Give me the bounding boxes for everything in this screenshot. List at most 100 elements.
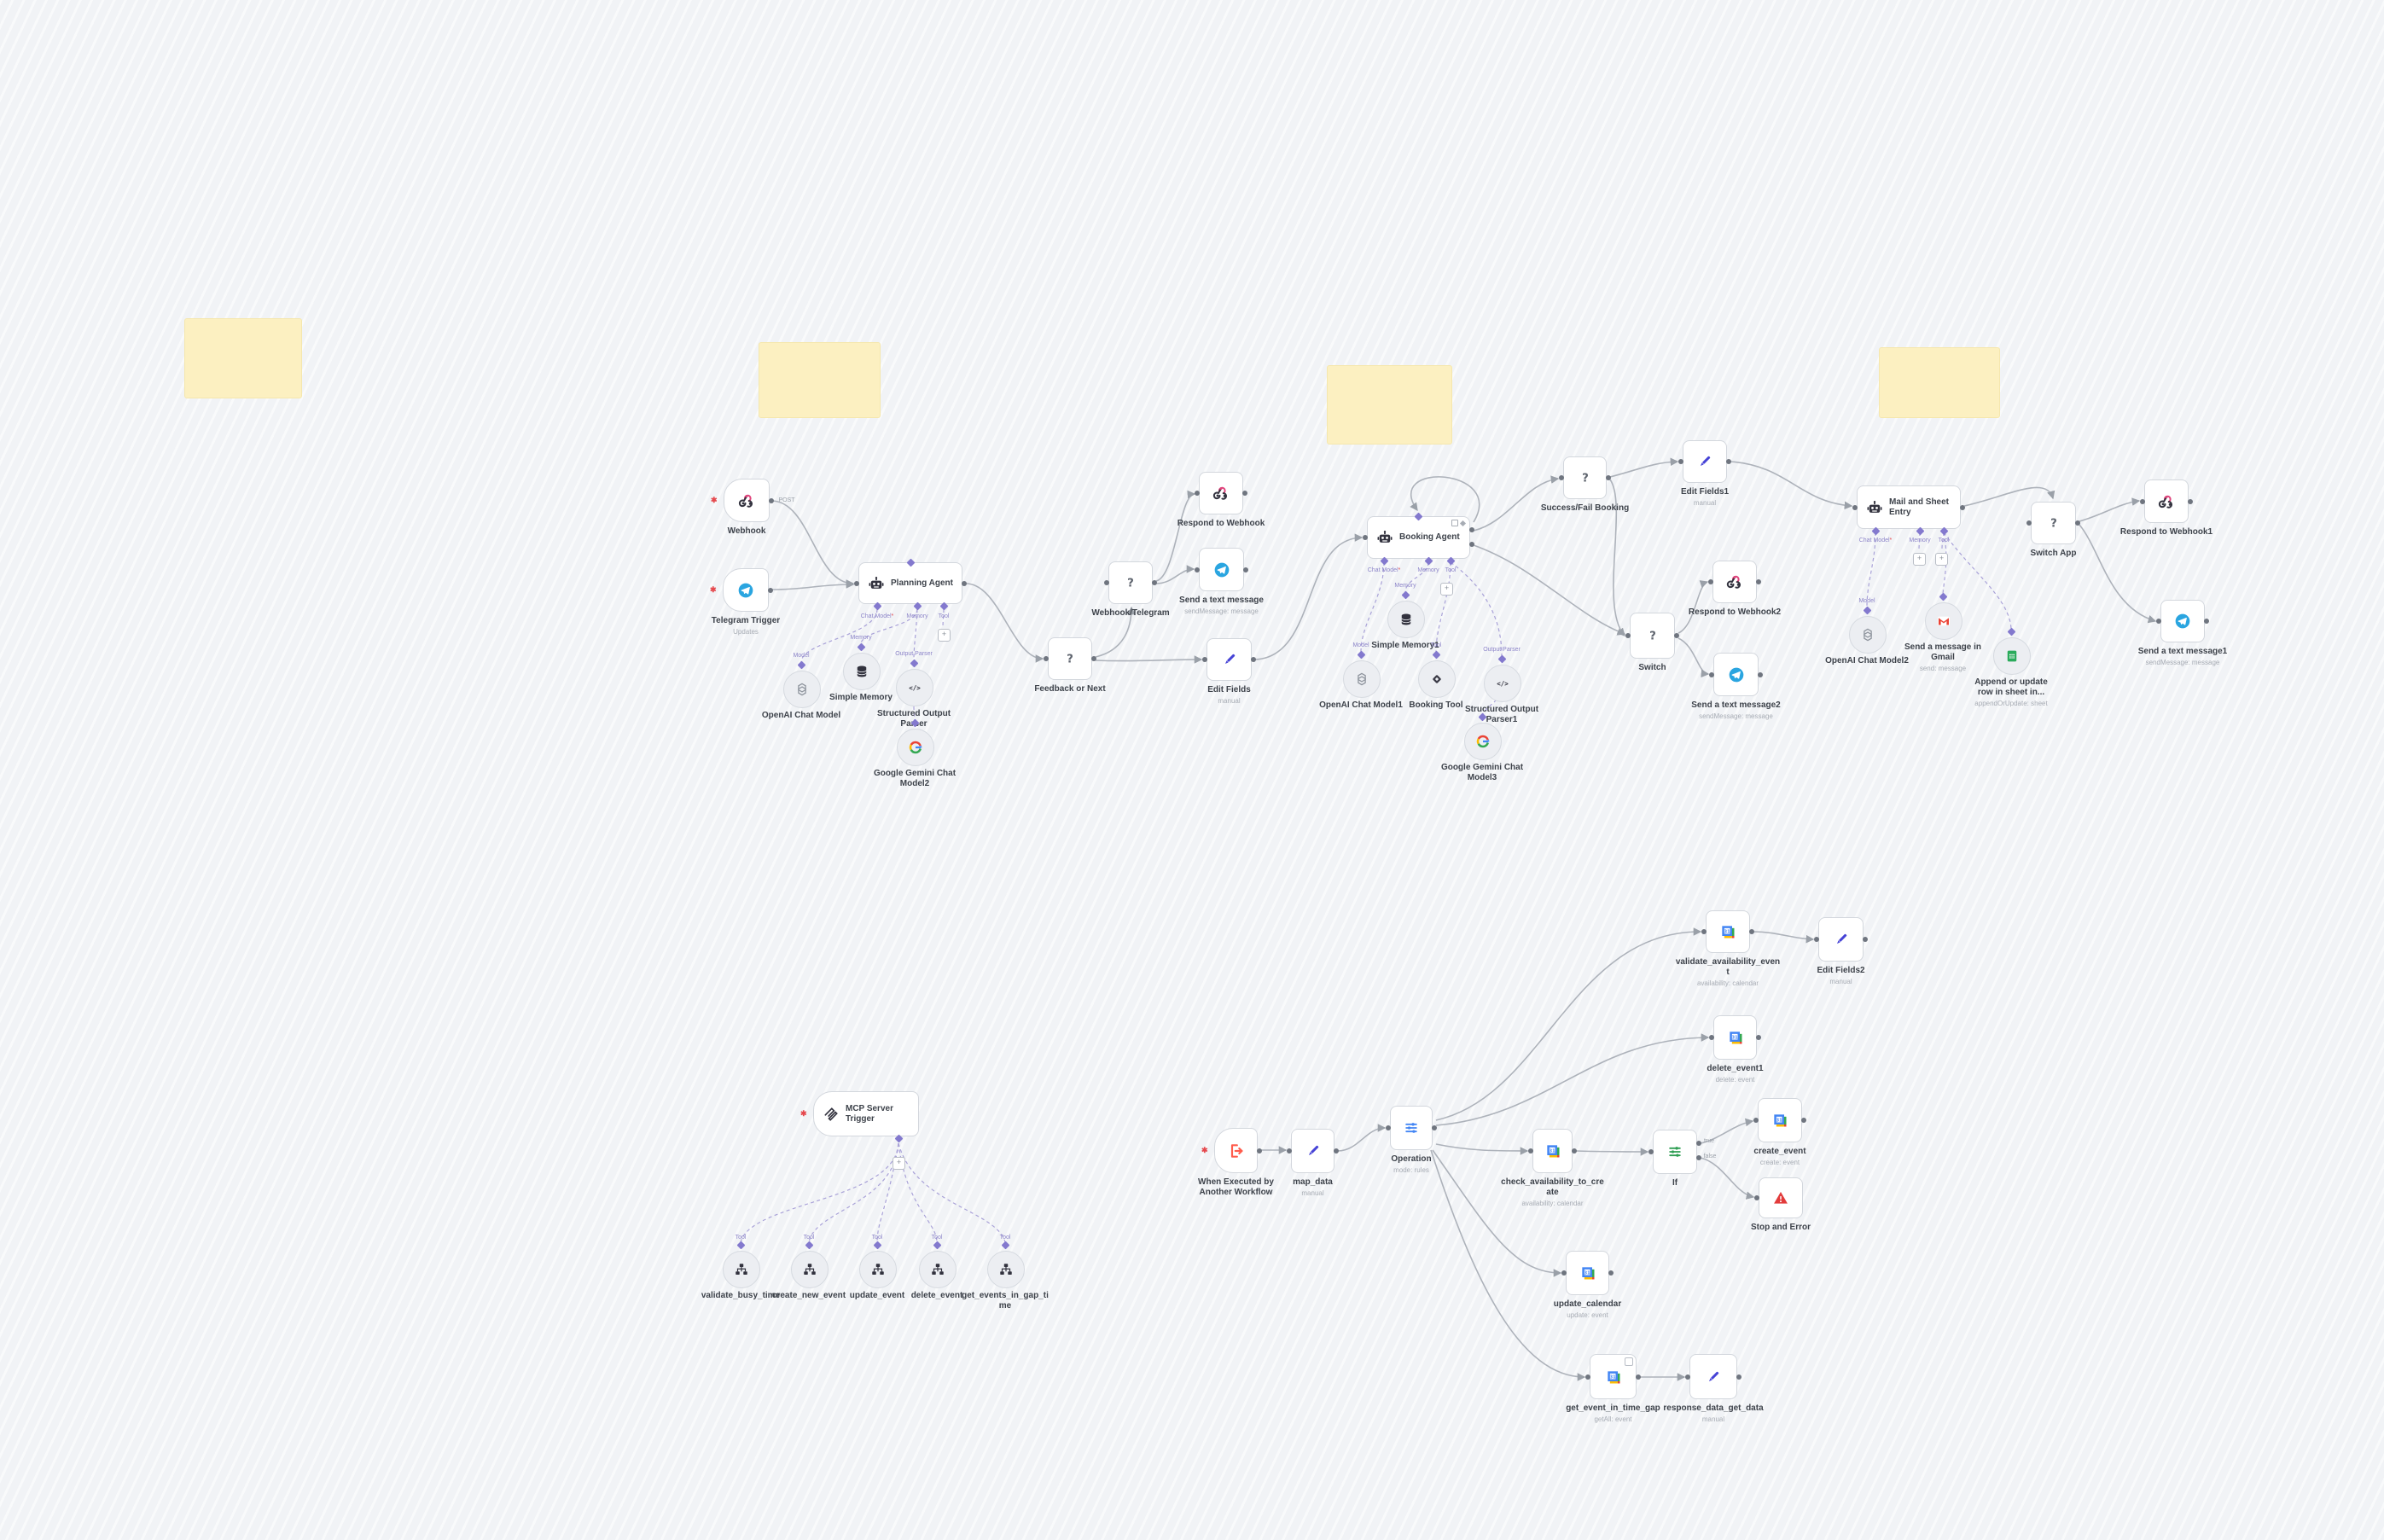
gemini-chat-model2[interactable]: [897, 729, 934, 766]
switch-app[interactable]: ?: [2031, 502, 2076, 544]
send-text-message-output-port[interactable]: [1243, 567, 1248, 572]
sticky-note[interactable]: [1327, 365, 1452, 445]
feedback-or-next-output-port[interactable]: [1091, 656, 1096, 661]
booking-agent-output-port-0[interactable]: [1469, 527, 1474, 532]
edit-fields1-output-port[interactable]: [1726, 459, 1731, 464]
telegram-trigger[interactable]: [723, 568, 769, 612]
edit-fields2[interactable]: [1818, 917, 1864, 962]
booking-tool[interactable]: [1418, 660, 1456, 698]
create-event-output-port[interactable]: [1801, 1118, 1806, 1123]
if-output-port-0[interactable]: [1696, 1141, 1701, 1146]
structured-output-parser[interactable]: </>: [896, 669, 933, 706]
switch-app-input-port[interactable]: [2026, 520, 2032, 526]
respond-to-webhook2-input-port[interactable]: [1708, 579, 1713, 584]
success-fail-booking[interactable]: ?: [1563, 456, 1607, 499]
webhook-telegram-input-port[interactable]: [1104, 580, 1109, 585]
if-input-port[interactable]: [1648, 1149, 1654, 1154]
sticky-note[interactable]: [1879, 347, 2000, 418]
send-text-message1-input-port[interactable]: [2156, 619, 2161, 624]
get-events-in-gap-time[interactable]: [987, 1251, 1025, 1288]
validate-busy-time[interactable]: [723, 1251, 760, 1288]
validate-availability-output-port[interactable]: [1749, 929, 1754, 934]
map-data[interactable]: [1291, 1129, 1334, 1173]
edit-fields[interactable]: [1207, 638, 1252, 681]
gmail-send[interactable]: [1925, 602, 1962, 640]
map-data-input-port[interactable]: [1287, 1148, 1292, 1154]
openai-chat-model[interactable]: [783, 671, 821, 708]
check-availability-output-port[interactable]: [1572, 1148, 1577, 1154]
respond-to-webhook-input-port[interactable]: [1195, 491, 1200, 496]
mail-sheet-entry-input-port[interactable]: [1852, 504, 1858, 510]
edit-fields2-output-port[interactable]: [1863, 937, 1868, 942]
update-calendar[interactable]: 31: [1566, 1251, 1609, 1295]
switch-output-port[interactable]: [1674, 633, 1679, 638]
webhook[interactable]: [724, 479, 770, 522]
respond-to-webhook[interactable]: [1199, 472, 1243, 514]
add-port-button[interactable]: +: [1440, 583, 1453, 596]
update-calendar-input-port[interactable]: [1561, 1270, 1567, 1276]
gemini-chat-model3[interactable]: [1464, 723, 1502, 760]
operation-input-port[interactable]: [1386, 1125, 1391, 1130]
webhook-telegram-output-port[interactable]: [1152, 580, 1157, 585]
edit-fields-input-port[interactable]: [1202, 657, 1207, 662]
delete-event1-output-port[interactable]: [1756, 1035, 1761, 1040]
sticky-note[interactable]: [184, 318, 302, 398]
map-data-output-port[interactable]: [1334, 1148, 1339, 1154]
switch[interactable]: ?: [1630, 613, 1675, 659]
respond-to-webhook1-output-port[interactable]: [2188, 498, 2193, 504]
sticky-note[interactable]: [759, 342, 881, 418]
update-calendar-output-port[interactable]: [1608, 1270, 1614, 1276]
stop-and-error-input-port[interactable]: [1754, 1195, 1759, 1200]
validate-availability[interactable]: 31: [1706, 910, 1750, 953]
response-data-get-data-output-port[interactable]: [1736, 1374, 1741, 1380]
mail-sheet-entry-output-port[interactable]: [1960, 504, 1965, 510]
switch-app-output-port[interactable]: [2075, 520, 2080, 526]
add-port-button[interactable]: +: [1935, 553, 1948, 566]
send-text-message2-input-port[interactable]: [1709, 671, 1714, 677]
send-text-message[interactable]: [1199, 548, 1244, 591]
get-event-in-time-gap-output-port[interactable]: [1636, 1374, 1641, 1380]
switch-input-port[interactable]: [1625, 633, 1631, 638]
planning-agent[interactable]: Planning Agent: [858, 562, 962, 604]
check-availability[interactable]: 31: [1532, 1129, 1573, 1173]
add-port-button[interactable]: +: [938, 629, 951, 642]
simple-memory[interactable]: [843, 653, 881, 690]
success-fail-booking-output-port[interactable]: [1606, 475, 1611, 480]
edit-fields2-input-port[interactable]: [1814, 937, 1819, 942]
stop-and-error[interactable]: [1759, 1177, 1803, 1218]
structured-output-parser1[interactable]: </>: [1484, 665, 1521, 702]
send-text-message1-output-port[interactable]: [2204, 619, 2209, 624]
update-event[interactable]: [859, 1251, 897, 1288]
respond-to-webhook-output-port[interactable]: [1242, 491, 1247, 496]
edit-fields-output-port[interactable]: [1251, 657, 1256, 662]
respond-to-webhook2[interactable]: [1712, 561, 1757, 603]
add-port-button[interactable]: +: [893, 1157, 905, 1170]
simple-memory1[interactable]: [1387, 601, 1425, 638]
delete-event1-input-port[interactable]: [1709, 1035, 1714, 1040]
send-text-message2-output-port[interactable]: [1758, 671, 1763, 677]
get-event-in-time-gap[interactable]: 31: [1590, 1354, 1637, 1399]
send-text-message-input-port[interactable]: [1195, 567, 1200, 572]
telegram-trigger-output-port[interactable]: [768, 587, 773, 593]
create-event-input-port[interactable]: [1753, 1118, 1759, 1123]
webhook-telegram[interactable]: ?: [1108, 561, 1153, 604]
feedback-or-next-input-port[interactable]: [1044, 656, 1049, 661]
webhook-output-port[interactable]: [769, 497, 774, 503]
send-text-message1[interactable]: [2160, 600, 2205, 642]
create-new-event[interactable]: [791, 1251, 829, 1288]
edit-fields1-input-port[interactable]: [1678, 459, 1683, 464]
get-event-in-time-gap-input-port[interactable]: [1585, 1374, 1590, 1380]
response-data-get-data[interactable]: [1689, 1354, 1737, 1399]
validate-availability-input-port[interactable]: [1701, 929, 1707, 934]
when-executed[interactable]: [1214, 1128, 1258, 1173]
if[interactable]: [1653, 1130, 1697, 1174]
respond-to-webhook1-input-port[interactable]: [2140, 498, 2145, 504]
respond-to-webhook1[interactable]: [2144, 479, 2189, 523]
booking-agent-output-port-1[interactable]: [1469, 542, 1474, 547]
when-executed-output-port[interactable]: [1257, 1148, 1262, 1154]
create-event[interactable]: 31: [1758, 1098, 1802, 1142]
delete-event[interactable]: [919, 1251, 957, 1288]
planning-agent-input-port[interactable]: [854, 580, 859, 586]
